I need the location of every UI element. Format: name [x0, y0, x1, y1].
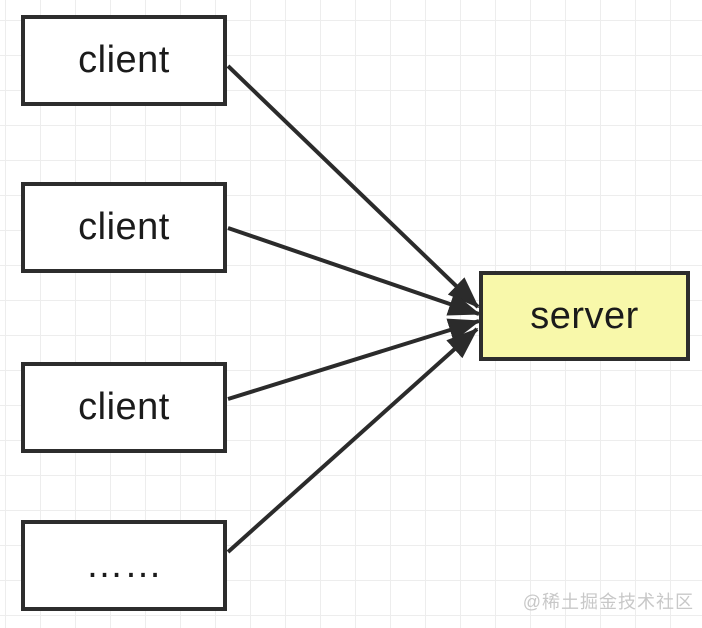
edge-client1-server [226, 64, 480, 309]
watermark: @稀土掘金技术社区 [522, 592, 694, 612]
node-server: server [479, 271, 690, 361]
node-client-1: client [21, 15, 227, 106]
node-client-3-label: client [78, 386, 170, 428]
edge-client3-server [227, 318, 481, 401]
node-client-2: client [21, 182, 227, 273]
edge-client2-server [227, 226, 481, 316]
node-server-label: server [530, 294, 639, 337]
node-client-1-label: client [78, 39, 170, 81]
node-client-3: client [21, 362, 227, 453]
node-client-2-label: client [78, 206, 170, 248]
edge-more-server [226, 327, 479, 554]
node-clients-more: …… [21, 520, 227, 611]
node-clients-more-label: …… [85, 544, 163, 586]
